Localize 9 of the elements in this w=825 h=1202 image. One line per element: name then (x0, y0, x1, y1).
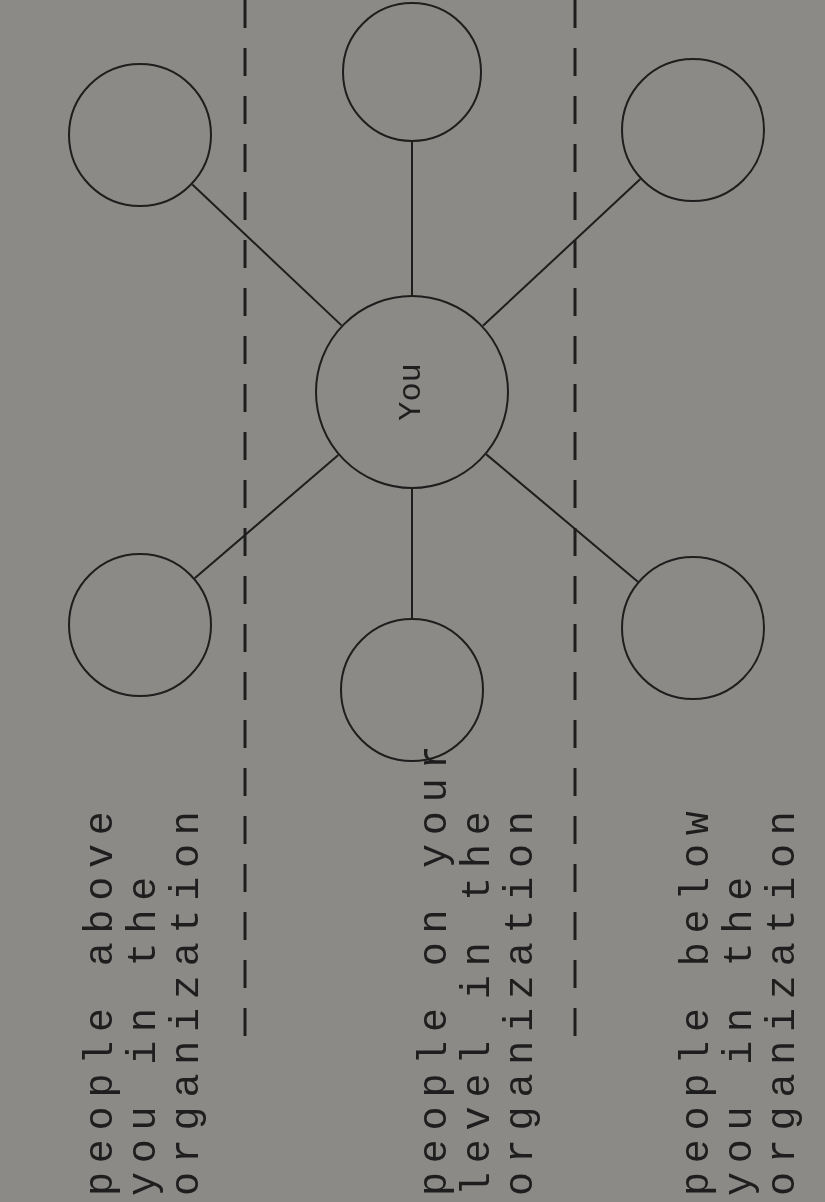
level-label: people above you in the organization (80, 801, 209, 1196)
connector-line (193, 454, 340, 580)
connector-line (411, 488, 413, 619)
connector-line (411, 141, 413, 296)
connector-line (485, 453, 639, 583)
circle-label: You (392, 363, 431, 421)
level-label: people below you in the organization (676, 801, 805, 1196)
connector-line (481, 178, 642, 327)
connector-line (191, 183, 343, 327)
